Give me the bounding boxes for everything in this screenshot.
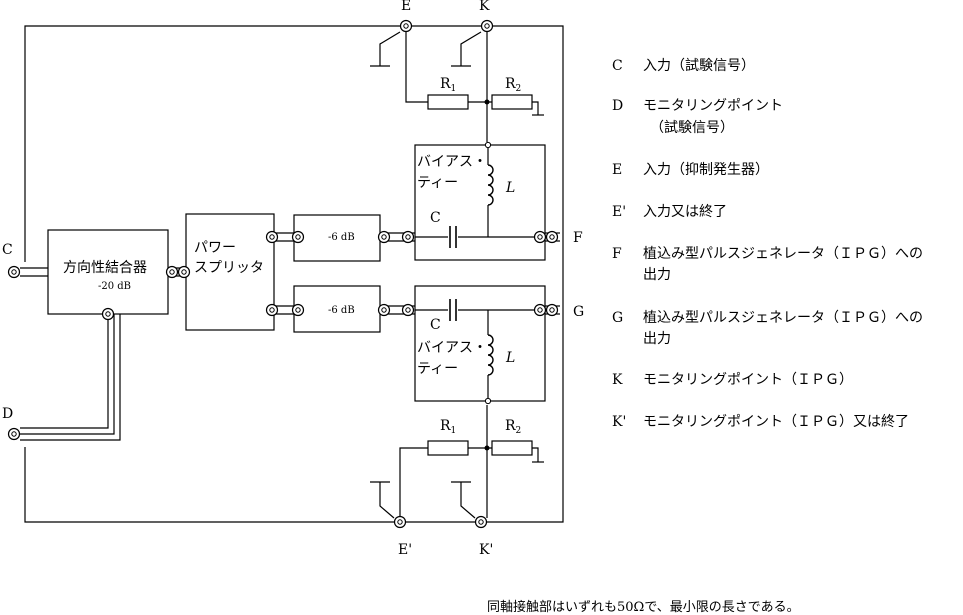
legend-key-g: G [612, 310, 623, 326]
attenuator-top-label: -6 dB [328, 232, 355, 243]
r1-bottom-label: R1 [440, 418, 456, 436]
bias-tee-top-label-2: ティー [417, 175, 458, 191]
r2-top-label: R2 [505, 76, 521, 94]
legend-text-f: 植込み型パルスジェネレータ（ＩＰＧ）への [643, 246, 923, 262]
legend-text-k-prime: モニタリングポイント（ＩＰＧ）又は終了 [643, 414, 909, 430]
terminal-k-prime-label: K' [479, 542, 493, 558]
terminal-k-label: K [479, 0, 490, 14]
legend-text-f-2: 出力 [643, 267, 671, 283]
legend-key-k-prime: K' [612, 414, 626, 430]
l-top-label: L [505, 180, 515, 196]
legend-key-e-prime: E' [612, 204, 626, 220]
c-bottom-label: C [430, 317, 441, 333]
legend-text-k: モニタリングポイント（ＩＰＧ） [643, 372, 853, 388]
terminal-g-label: G [573, 304, 584, 320]
bias-tee-bottom-box [414, 285, 546, 402]
resistor-r1-top [427, 94, 469, 110]
legend-key-e: E [612, 162, 622, 178]
l-bottom-label: L [505, 350, 515, 366]
c-top-label: C [430, 210, 441, 226]
directional-coupler-gain: -20 dB [98, 281, 131, 292]
legend-key-k: K [612, 372, 623, 388]
bias-tee-bottom-label-2: ティー [417, 361, 458, 377]
inductor-bottom [487, 334, 494, 376]
legend-key-f: F [612, 246, 622, 262]
bias-tee-bottom-label-1: バイアス・ [417, 340, 487, 356]
resistor-r2-top [491, 94, 533, 110]
power-splitter-label-2: スプリッタ [194, 260, 264, 276]
legend-text-g-2: 出力 [643, 331, 671, 347]
attenuator-bottom-label: -6 dB [328, 305, 355, 316]
resistor-r1-bottom [427, 440, 469, 456]
terminal-c-label: C [2, 242, 13, 258]
bias-tee-top-label-1: バイアス・ [417, 154, 487, 170]
legend-text-e: 入力（抑制発生器） [643, 162, 769, 178]
legend-text-d: モニタリングポイント [643, 98, 783, 114]
terminal-e-label: E [401, 0, 411, 14]
legend-text-d-2: （試験信号） [650, 120, 734, 136]
legend-key-d: D [612, 98, 623, 114]
bias-tee-top-box [414, 144, 546, 261]
r1-top-label: R1 [440, 76, 456, 94]
legend: C 入力（試験信号） D モニタリングポイント （試験信号） E 入力（抑制発生… [612, 58, 923, 430]
legend-text-c: 入力（試験信号） [643, 58, 755, 74]
terminal-f-label: F [573, 230, 583, 246]
inductor-top [487, 164, 494, 206]
footnote: 同軸接触部はいずれも50Ωで、最小限の長さである。 [487, 599, 800, 615]
power-splitter-label-1: パワー [194, 240, 236, 256]
outer-frame [24, 25, 564, 523]
legend-text-g: 植込み型パルスジェネレータ（ＩＰＧ）への [643, 310, 923, 326]
directional-coupler-label: 方向性結合器 [63, 260, 147, 276]
legend-text-e-prime: 入力又は終了 [643, 204, 727, 220]
legend-key-c: C [612, 58, 623, 74]
r2-bottom-label: R2 [505, 418, 521, 436]
resistor-r2-bottom [491, 440, 533, 456]
terminal-d-label: D [2, 406, 13, 422]
terminal-e-prime-label: E' [398, 542, 412, 558]
